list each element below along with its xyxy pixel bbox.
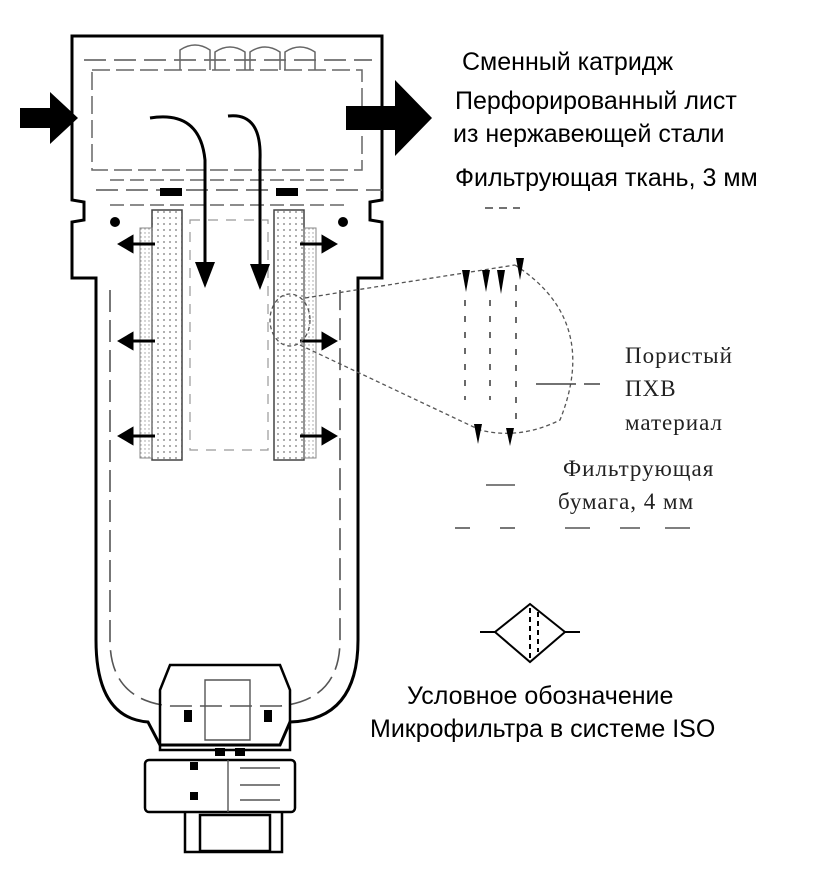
cartridge-caps	[110, 188, 348, 227]
label-iso-line2: Микрофильтра в системе ISO	[370, 715, 716, 743]
drain-details	[184, 710, 272, 800]
label-pvc-line1: Пористый	[625, 343, 733, 368]
label-fabric: Фильтрующая ткань, 3 мм	[455, 164, 758, 192]
inner-bowl-outline	[84, 59, 382, 707]
paper-dashes	[455, 484, 690, 529]
outward-arrows-icon	[117, 234, 338, 446]
iso-filter-symbol-icon	[480, 602, 580, 664]
magnified-arrows	[462, 258, 524, 446]
inlet-arrow-icon	[20, 92, 78, 144]
label-cartridge: Сменный катридж	[462, 48, 674, 76]
flow-arrow-icon	[149, 114, 262, 270]
magnified-layers	[464, 207, 600, 420]
outlet-arrow-icon	[346, 80, 432, 156]
zoom-callout	[269, 264, 574, 434]
flow-arrowheads	[195, 262, 270, 290]
cartridge-element-right	[273, 209, 317, 461]
cartridge-core	[189, 219, 269, 451]
label-pvc-line3: материал	[625, 410, 723, 435]
filter-housing	[70, 34, 384, 747]
label-perforated-line2: из нержавеющей стали	[453, 120, 725, 148]
drain-assembly	[143, 663, 297, 854]
label-perforated-line1: Перфорированный лист	[455, 87, 737, 115]
label-iso-line1: Условное обозначение	[407, 682, 674, 710]
drain-internals	[204, 679, 280, 812]
cartridge-element-left	[139, 209, 183, 461]
head-internals	[91, 44, 363, 206]
label-paper-line2: бумага, 4 мм	[558, 489, 695, 514]
label-pvc-line2: ПХВ	[625, 376, 677, 401]
label-paper-line1: Фильтрующая	[563, 456, 715, 481]
